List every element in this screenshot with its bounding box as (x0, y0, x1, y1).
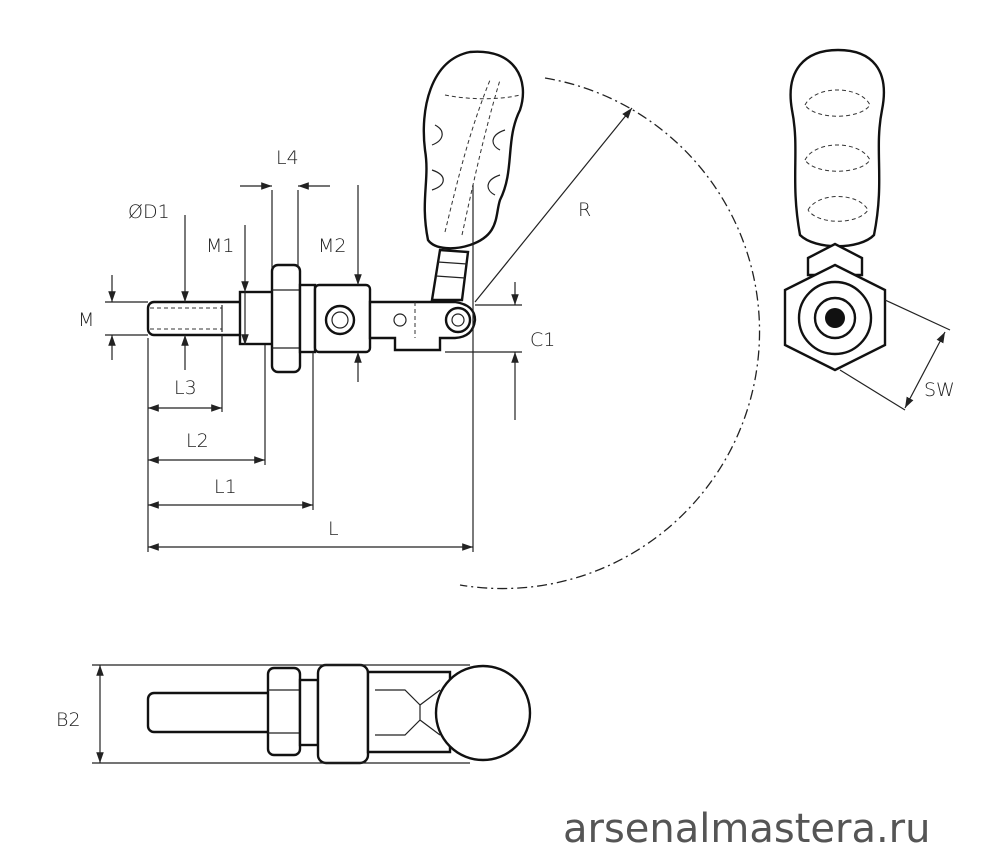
label-l4: L4 (276, 147, 299, 169)
front-view (783, 48, 951, 411)
label-m2: M2 (318, 235, 346, 257)
label-b2: B2 (56, 709, 81, 731)
label-sw: SW (924, 379, 955, 401)
label-l1: L1 (214, 476, 237, 498)
swing-arc (459, 77, 761, 590)
watermark: arsenalmastera.ru (563, 806, 930, 852)
label-l: L (328, 518, 339, 540)
label-l2: L2 (186, 430, 209, 452)
bottom-view (92, 663, 532, 765)
side-dimensions (105, 107, 633, 552)
side-view (146, 50, 761, 590)
lock-nut (270, 263, 302, 374)
label-l3: L3 (174, 377, 197, 399)
label-r: R (578, 199, 591, 221)
label-c1: C1 (530, 329, 555, 351)
label-m: M (78, 309, 94, 331)
handle-grip (422, 50, 525, 250)
label-d1: ØD1 (128, 201, 170, 223)
handle-knob (434, 664, 532, 762)
label-m1: M1 (206, 235, 234, 257)
